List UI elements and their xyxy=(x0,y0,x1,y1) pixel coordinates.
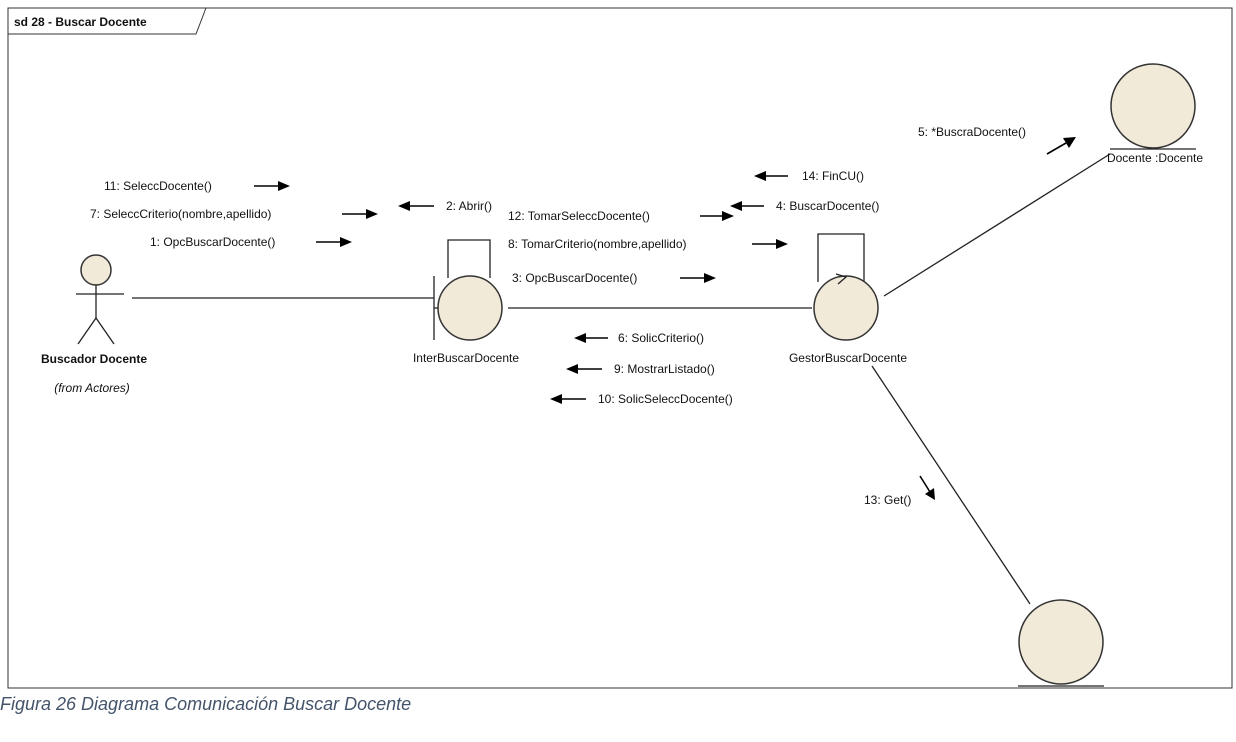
boundary-self-loop xyxy=(447,239,491,278)
message-8-label: 8: TomarCriterio(nombre,apellido) xyxy=(508,237,687,251)
actor-left-leg xyxy=(77,317,97,345)
actor-right-leg xyxy=(95,317,115,345)
actor-name: Buscador Docente xyxy=(41,352,147,366)
link-control-bottom-entity xyxy=(871,365,1031,605)
figure-caption: Figura 26 Diagrama Comunicación Buscar D… xyxy=(0,694,412,714)
control-gestor-buscar-docente[interactable]: GestorBuscarDocente xyxy=(789,233,907,365)
message-3-label: 3: OpcBuscarDocente() xyxy=(512,271,637,285)
entity-docente[interactable]: Docente :Docente xyxy=(1107,63,1203,165)
message-7: 7: SeleccCriterio(nombre,apellido) xyxy=(90,207,378,221)
message-1-arrow-right-icon xyxy=(340,237,352,247)
actor-head xyxy=(80,254,112,286)
message-11-label: 11: SeleccDocente() xyxy=(104,179,212,193)
message-1: 1: OpcBuscarDocente() xyxy=(150,235,352,249)
message-14-label: 14: FinCU() xyxy=(802,169,864,183)
message-7-label: 7: SeleccCriterio(nombre,apellido) xyxy=(90,207,271,221)
message-2-label: 2: Abrir() xyxy=(446,199,492,213)
message-1-label: 1: OpcBuscarDocente() xyxy=(150,235,275,249)
message-13-arrow-icon xyxy=(925,488,935,500)
message-11-arrow-right-icon xyxy=(278,181,290,191)
diagram-frame: sd 28 - Buscar Docente xyxy=(7,7,1233,689)
link-control-docente xyxy=(883,153,1111,297)
message-13-label: 13: Get() xyxy=(864,493,911,507)
entity-docente-name: Docente :Docente xyxy=(1107,151,1203,165)
message-12-arrow-right-icon xyxy=(722,211,734,221)
message-11: 11: SeleccDocente() xyxy=(104,179,290,193)
message-6: 6: SolicCriterio() xyxy=(574,331,704,345)
message-13: 13: Get() xyxy=(864,475,935,507)
message-4-arrow-left-icon xyxy=(730,201,742,211)
control-circle xyxy=(813,275,879,341)
entity-bottom[interactable] xyxy=(1018,599,1104,687)
message-12: 12: TomarSeleccDocente() xyxy=(508,209,734,223)
message-14-arrow-left-icon xyxy=(754,171,766,181)
entity-bottom-circle xyxy=(1018,599,1104,685)
message-9-arrow-left-icon xyxy=(566,364,578,374)
actor-note: (from Actores) xyxy=(54,381,130,395)
boundary-inter-buscar-docente[interactable]: InterBuscarDocente xyxy=(413,239,519,365)
message-10: 10: SolicSeleccDocente() xyxy=(550,392,733,406)
message-8-arrow-right-icon xyxy=(776,239,788,249)
message-6-label: 6: SolicCriterio() xyxy=(618,331,704,345)
message-8: 8: TomarCriterio(nombre,apellido) xyxy=(508,237,788,251)
message-5: 5: *BuscraDocente() xyxy=(918,125,1076,155)
message-10-arrow-left-icon xyxy=(550,394,562,404)
message-5-label: 5: *BuscraDocente() xyxy=(918,125,1026,139)
message-14: 14: FinCU() xyxy=(754,169,864,183)
message-5-arrow-icon xyxy=(1063,137,1076,148)
boundary-circle xyxy=(437,275,503,341)
message-3: 3: OpcBuscarDocente() xyxy=(512,271,716,285)
control-self-loop xyxy=(817,233,865,282)
message-2-arrow-left-icon xyxy=(398,201,410,211)
message-3-arrow-right-icon xyxy=(704,273,716,283)
message-12-label: 12: TomarSeleccDocente() xyxy=(508,209,650,223)
message-2: 2: Abrir() xyxy=(398,199,492,213)
message-10-label: 10: SolicSeleccDocente() xyxy=(598,392,733,406)
message-9-label: 9: MostrarListado() xyxy=(614,362,715,376)
message-4-label: 4: BuscarDocente() xyxy=(776,199,879,213)
control-arrow-mark xyxy=(835,273,848,285)
control-name: GestorBuscarDocente xyxy=(789,351,907,365)
actor-buscador-docente[interactable]: Buscador Docente (from Actores) xyxy=(41,254,147,395)
message-4: 4: BuscarDocente() xyxy=(730,199,879,213)
entity-docente-circle xyxy=(1110,63,1196,149)
boundary-name: InterBuscarDocente xyxy=(413,351,519,365)
message-7-arrow-right-icon xyxy=(366,209,378,219)
message-9: 9: MostrarListado() xyxy=(566,362,715,376)
message-6-arrow-left-icon xyxy=(574,333,586,343)
frame-title: sd 28 - Buscar Docente xyxy=(14,15,147,29)
